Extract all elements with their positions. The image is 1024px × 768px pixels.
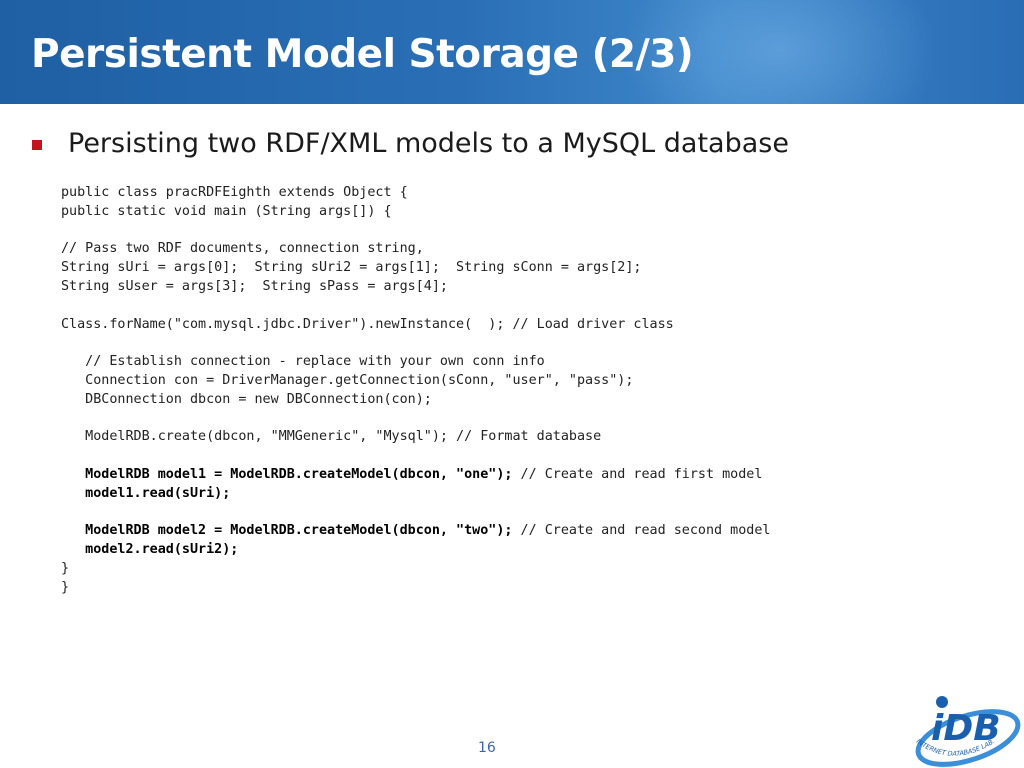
logo-mark: iDB xyxy=(931,708,1001,749)
code-line: // Establish connection - replace with y… xyxy=(61,354,545,370)
code-line-highlighted: model1.read(sUri); xyxy=(61,485,231,501)
code-line: ModelRDB.create(dbcon, "MMGeneric", "Mys… xyxy=(61,429,602,445)
code-line-highlighted: ModelRDB model2 = ModelRDB.createModel(d… xyxy=(61,522,961,541)
code-comment: // Create and read first model xyxy=(512,466,763,482)
bullet-square-icon xyxy=(32,140,42,150)
page-number: 16 xyxy=(478,740,496,756)
code-line-highlighted: ModelRDB model1 = ModelRDB.createModel(d… xyxy=(61,466,961,485)
code-statement: ModelRDB model2 = ModelRDB.createModel(d… xyxy=(61,523,513,539)
code-statement: ModelRDB model1 = ModelRDB.createModel(d… xyxy=(61,466,513,482)
bullet-text: Persisting two RDF/XML models to a MySQL… xyxy=(68,128,789,159)
code-line: String sUri = args[0]; String sUri2 = ar… xyxy=(61,260,642,276)
idb-logo: iDB INTERNET DATABASE LAB. xyxy=(915,696,1021,767)
code-line: DBConnection dbcon = new DBConnection(co… xyxy=(61,391,432,407)
code-line xyxy=(61,222,961,241)
slide-title: Persistent Model Storage (2/3) xyxy=(31,32,694,77)
code-line xyxy=(61,504,961,523)
code-line xyxy=(61,297,961,316)
code-line: public static void main (String args[]) … xyxy=(61,203,392,219)
title-bar: Persistent Model Storage (2/3) xyxy=(0,0,1024,104)
code-line: public class pracRDFEighth extends Objec… xyxy=(61,185,408,200)
code-line: String sUser = args[3]; String sPass = a… xyxy=(61,278,448,294)
code-line xyxy=(61,410,961,429)
code-block: public class pracRDFEighth extends Objec… xyxy=(61,184,961,598)
code-line: Class.forName("com.mysql.jdbc.Driver").n… xyxy=(61,316,674,332)
code-line-highlighted: model2.read(sUri2); xyxy=(61,542,239,558)
code-line xyxy=(61,334,961,353)
code-line: } xyxy=(61,560,70,576)
code-line: // Pass two RDF documents, connection st… xyxy=(61,241,424,257)
code-comment: // Create and read second model xyxy=(512,523,771,539)
code-line: } xyxy=(61,579,70,595)
code-line xyxy=(61,447,961,466)
code-line: Connection con = DriverManager.getConnec… xyxy=(61,372,634,388)
